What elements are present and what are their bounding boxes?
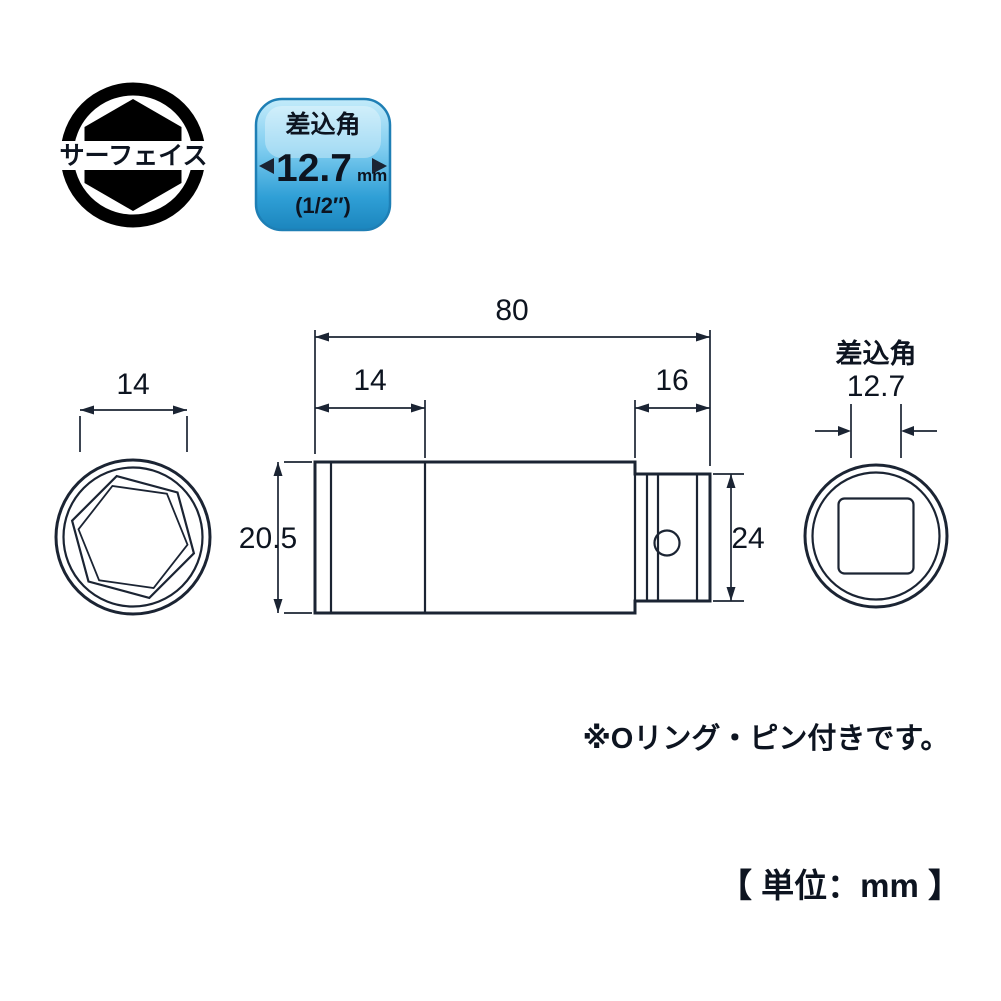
unit-note: 【 単位：mm 】 [719,867,961,904]
drive-end-diameter: 24 [731,522,764,555]
oring-note: ※Oリング・ピン付きです。 [583,722,950,755]
arrowhead [838,426,851,436]
arrowhead [696,403,710,413]
badge-value: 12.7 [276,147,352,190]
badge-gloss [265,106,381,158]
surface-logo-label: サーフェイス [60,142,208,170]
surface-logo: サーフェイス [57,82,210,228]
hex-depth: 14 [353,364,386,397]
back-view: 差込角 12.7 [803,338,949,609]
badge-background [254,97,392,232]
front-hex-size: 14 [116,368,149,401]
badge-title: 差込角 [285,110,360,139]
back-drive-size: 12.7 [847,370,905,403]
front-hex-outer [70,474,196,600]
arrowhead [315,403,329,413]
front-chamfer-circle [62,466,204,608]
front-outer-circle [54,458,212,616]
total-length: 80 [495,294,528,327]
back-chamfer-circle [811,471,941,601]
back-outer-circle [803,463,949,609]
pin-hole [653,529,681,557]
left-arrow-icon [259,158,274,174]
drive-section-length: 16 [655,364,688,397]
arrowhead [80,405,94,415]
arrowhead [273,599,283,613]
square-drive-hole [837,497,915,575]
drive-size-badge: 差込角 12.7 mm (1/2″) [254,97,392,232]
arrowhead [726,474,736,488]
side-view: 80 14 16 20.5 24 [239,294,765,615]
arrowhead [273,462,283,476]
right-arrow-icon [372,158,387,174]
badge-fraction: (1/2″) [295,193,351,218]
socket-outline [313,460,712,615]
badge-unit: mm [357,166,387,185]
front-view: 14 [54,368,212,616]
arrowhead [635,403,649,413]
arrowhead [411,403,425,413]
arrowhead [173,405,187,415]
arrowhead [696,332,710,342]
arrowhead [315,332,329,342]
front-hex-inner [77,485,189,589]
logo-band [57,141,210,170]
arrowhead [901,426,914,436]
arrowhead [726,587,736,601]
body-diameter: 20.5 [239,522,297,555]
back-drive-label: 差込角 [836,338,917,369]
